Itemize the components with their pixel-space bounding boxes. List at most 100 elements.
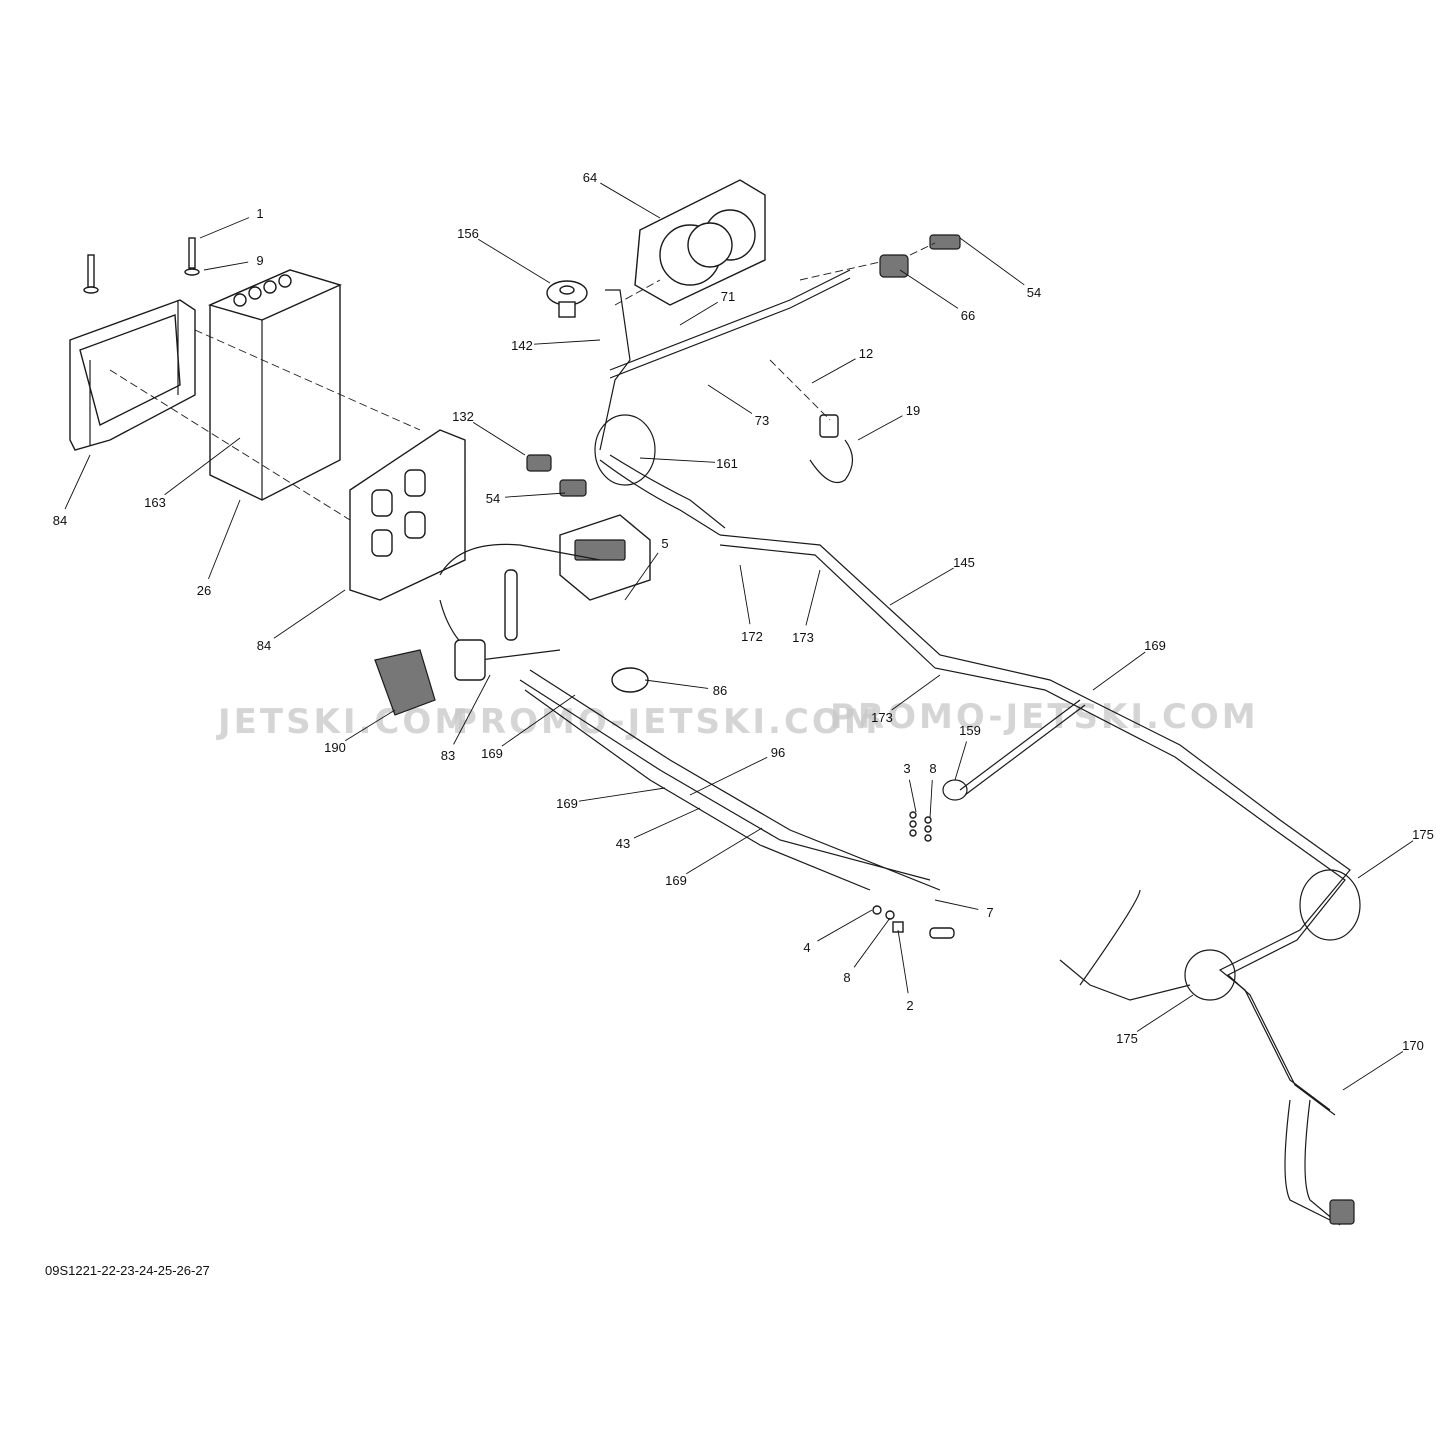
leader-line	[478, 238, 551, 284]
callout-156: 156	[457, 226, 551, 284]
watermark: PROMO-JETSKI.COM	[830, 697, 1259, 737]
watermark: PROMO-JETSKI.COM	[452, 702, 881, 742]
callout-96: 96	[689, 745, 785, 796]
callout-8: 8	[929, 761, 937, 819]
callout-145: 145	[889, 555, 975, 606]
main-harness	[719, 534, 1361, 1226]
callout-86: 86	[644, 679, 727, 698]
leader-line	[644, 679, 709, 689]
part-number-label: 3	[903, 761, 910, 776]
part-number-label: 172	[741, 629, 763, 644]
callout-84: 84	[257, 589, 346, 653]
leader-line	[1092, 651, 1146, 691]
part-number-label: 175	[1412, 827, 1434, 842]
part-number-label: 54	[1027, 285, 1041, 300]
leader-line	[633, 807, 701, 839]
lanyard-19	[809, 414, 854, 484]
callout-169: 169	[665, 827, 763, 888]
leader-line	[817, 909, 873, 942]
part-number-label: 84	[53, 513, 67, 528]
callout-43: 43	[616, 807, 701, 851]
part-number-label: 96	[771, 745, 785, 760]
part-number-label: 169	[1144, 638, 1166, 653]
callout-142: 142	[511, 338, 601, 353]
leader-line	[199, 217, 250, 239]
part-number-label: 169	[481, 746, 503, 761]
callout-173: 173	[792, 569, 821, 645]
upper-harness	[594, 269, 851, 536]
leader-line	[453, 674, 491, 745]
part-number-label: 161	[716, 456, 738, 471]
leader-line	[624, 552, 659, 601]
leader-line	[344, 709, 396, 742]
callout-2: 2	[897, 929, 914, 1013]
leader-line	[689, 756, 768, 796]
callout-132: 132	[452, 409, 526, 456]
leader-line	[934, 899, 979, 910]
part-number-label: 173	[792, 630, 814, 645]
voltage-regulator	[374, 649, 436, 716]
part-number-label: 86	[713, 683, 727, 698]
callout-173: 173	[871, 674, 941, 725]
leader-line	[929, 779, 933, 819]
callout-71: 71	[679, 289, 735, 326]
part-number-label: 64	[583, 170, 597, 185]
callout-3: 3	[903, 761, 917, 813]
leader-line	[208, 499, 241, 580]
leader-line	[1357, 840, 1414, 879]
callout-19: 19	[857, 403, 920, 441]
leader-line	[739, 564, 751, 625]
battery	[207, 269, 343, 501]
connector-132	[526, 454, 552, 472]
leader-line	[472, 422, 526, 456]
leader-line	[164, 437, 241, 496]
fuse-box	[439, 514, 651, 681]
callout-190: 190	[324, 709, 396, 755]
leader-line	[954, 741, 967, 781]
callout-4: 4	[803, 909, 873, 955]
callout-9: 9	[203, 253, 264, 271]
part-number-label: 169	[556, 796, 578, 811]
callout-170: 170	[1342, 1038, 1424, 1091]
callout-54: 54	[486, 491, 566, 506]
part-number-label: 26	[197, 583, 211, 598]
part-number-label: 83	[441, 748, 455, 763]
callout-175: 175	[1357, 827, 1434, 879]
leader-line	[203, 261, 249, 271]
part-number-label: 170	[1402, 1038, 1424, 1053]
leader-line	[501, 694, 576, 747]
leader-line	[679, 301, 718, 326]
leader-line	[853, 917, 891, 968]
part-number-label: 5	[661, 536, 668, 551]
callout-163: 163	[144, 437, 241, 510]
callout-1: 1	[199, 206, 264, 239]
callout-161: 161	[639, 456, 738, 471]
watermark: JETSKI.COM	[216, 702, 471, 742]
leader-line	[959, 237, 1025, 286]
leader-line	[686, 827, 763, 875]
leader-line	[533, 339, 601, 345]
part-number-label: 2	[906, 998, 913, 1013]
leader-line	[504, 492, 566, 498]
part-number-label: 1	[256, 206, 263, 221]
connector-54	[929, 234, 961, 250]
callout-73: 73	[707, 384, 769, 428]
callout-7: 7	[934, 899, 994, 920]
part-number-label: 4	[803, 940, 810, 955]
hardware-group	[909, 699, 1086, 842]
leader-line	[707, 384, 753, 414]
callout-66: 66	[899, 269, 975, 323]
leader-line	[908, 779, 917, 813]
switch-66	[879, 254, 909, 278]
leader-line	[1136, 994, 1194, 1032]
part-number-label: 7	[986, 905, 993, 920]
leader-line	[805, 569, 821, 626]
leader-line	[273, 589, 346, 639]
callout-layer: 1984163268415664711425466127319132161545…	[53, 170, 1434, 1091]
callout-26: 26	[197, 499, 241, 598]
part-number-label: 169	[665, 873, 687, 888]
part-number-label: 175	[1116, 1031, 1138, 1046]
battery-cables	[519, 669, 955, 939]
callout-8: 8	[843, 917, 891, 985]
part-number-label: 73	[755, 413, 769, 428]
